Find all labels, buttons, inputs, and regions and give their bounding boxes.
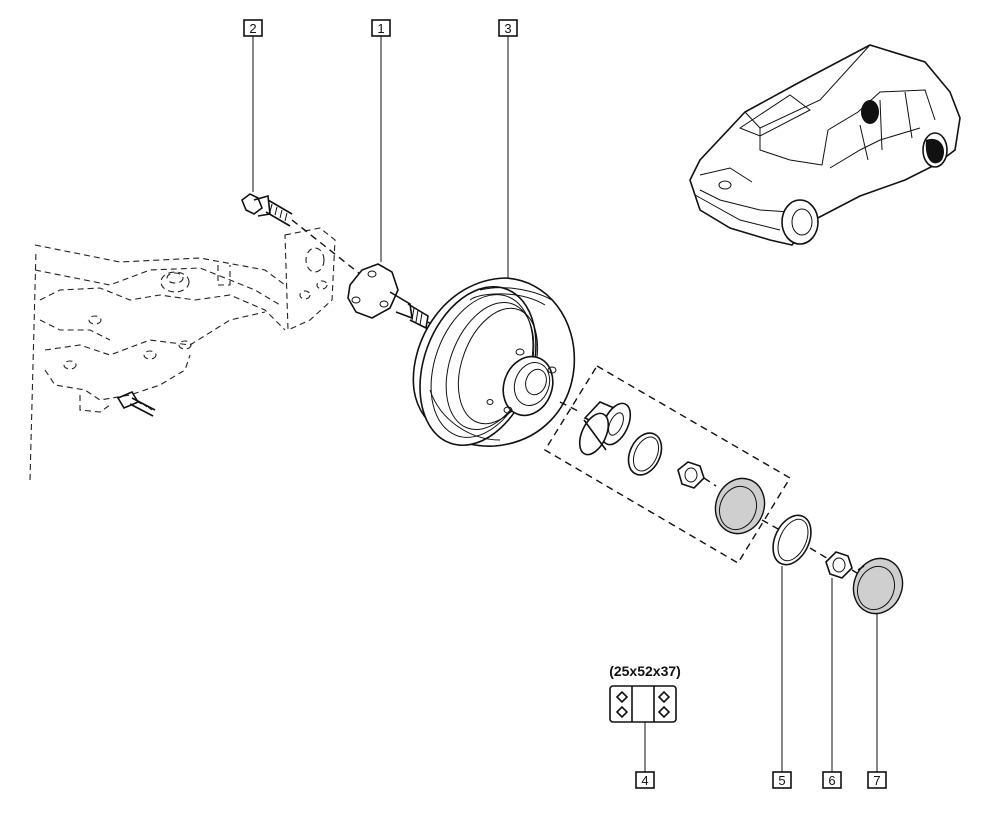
circlip	[772, 514, 831, 566]
svg-text:5: 5	[778, 773, 785, 788]
svg-text:6: 6	[828, 773, 835, 788]
callout-3: 3	[498, 19, 518, 37]
vehicle-thumbnail	[689, 44, 961, 246]
brake-drum	[412, 277, 576, 447]
bearing-symbol	[609, 685, 677, 723]
callout-6: 6	[822, 771, 842, 789]
beam-bolt	[116, 390, 156, 417]
svg-text:1: 1	[377, 21, 384, 36]
wheel-stub-bolt	[241, 193, 293, 227]
hub-carrier-plate	[284, 227, 336, 331]
circlip-kit	[627, 432, 663, 476]
callout-1: 1	[371, 19, 391, 37]
svg-text:4: 4	[641, 773, 648, 788]
callout-4: 4	[635, 771, 655, 789]
leader-lines	[252, 36, 878, 772]
bearing-dimensions-label: (25x52x37)	[609, 663, 681, 679]
hub-cap-kit	[714, 477, 781, 535]
wheel-bearing	[578, 401, 632, 456]
bolt-assembly-line	[291, 219, 361, 275]
svg-text:2: 2	[249, 21, 256, 36]
rear-axle-beam-ghost	[29, 244, 286, 481]
svg-text:7: 7	[873, 773, 880, 788]
stub-axle	[347, 263, 429, 330]
hub-cap	[852, 557, 904, 615]
hub-nut-kit	[677, 461, 717, 489]
bearing-assembly-line	[559, 401, 581, 413]
callout-2: 2	[243, 19, 263, 37]
svg-text:3: 3	[504, 21, 511, 36]
bearing-kit-box	[544, 365, 791, 564]
callout-7: 7	[867, 771, 887, 789]
callout-5: 5	[772, 771, 792, 789]
